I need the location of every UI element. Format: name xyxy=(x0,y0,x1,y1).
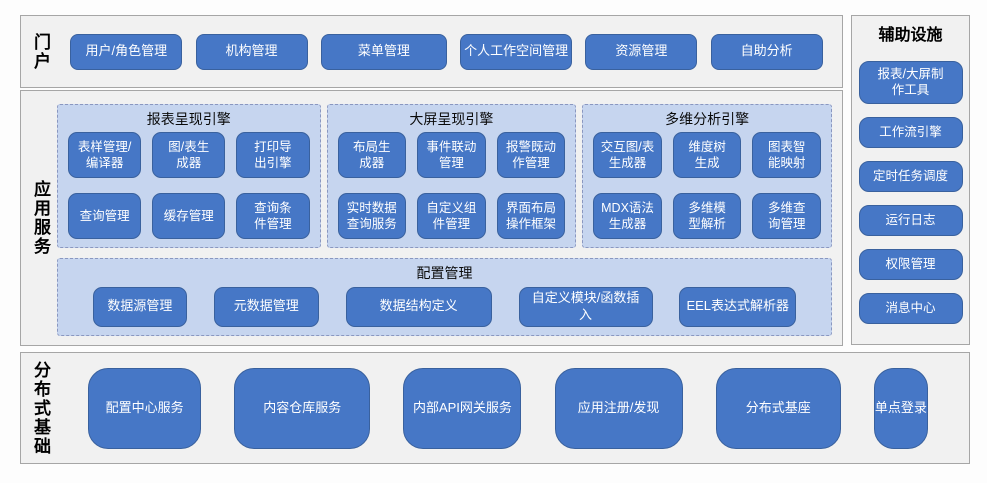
dashboard-engine-panel: 大屏呈现引擎 布局生 成器事件联动 管理报警既动 作管理实时数据 查询服务自定义… xyxy=(326,104,577,248)
aux-block: 权限管理 xyxy=(858,248,963,280)
portal-block: 个人工作空间管理 xyxy=(460,33,573,70)
distributed-block: 内部API网关服务 xyxy=(403,367,522,449)
config-management-panel: 配置管理 数据源管理元数据管理数据结构定义自定义模块/函数插入 EEL表达式解析器 xyxy=(57,258,832,336)
aux-block: 定时任务调度 xyxy=(858,160,963,192)
engine-block: 打印导 出引擎 xyxy=(236,132,310,178)
portal-block-list: 用户/角色管理机构管理菜单管理个人工作空间管理资源管理自助分析 xyxy=(51,33,842,70)
portal-block: 用户/角色管理 xyxy=(70,33,183,70)
aux-block: 消息中心 xyxy=(858,292,963,324)
report-engine-panel: 报表呈现引擎 表样管理/ 编译器图/表生 成器打印导 出引擎查询管理缓存管理查询… xyxy=(57,104,321,248)
app-services-content: 报表呈现引擎 表样管理/ 编译器图/表生 成器打印导 出引擎查询管理缓存管理查询… xyxy=(51,91,842,345)
portal-section-label: 门户 xyxy=(31,32,50,71)
aux-block: 报表/大屏制 作工具 xyxy=(858,61,963,104)
olap-engine-block-list: 交互图/表 生成器维度树 生成图表智 能映射 MDX语法 生成器多维模 型解析多维… xyxy=(592,130,822,239)
config-block: EEL表达式解析器 xyxy=(679,286,797,327)
aux-block-list: 报表/大屏制 作工具工作流引擎定时任务调度运行日志权限管理消息中心 xyxy=(852,48,969,324)
app-services-section: 应用服务 报表呈现引擎 表样管理/ 编译器图/表生 成器打印导 出引擎查询管理缓… xyxy=(20,90,843,346)
app-services-section-label: 应用服务 xyxy=(31,180,50,256)
engine-block: 维度树 生成 xyxy=(672,132,742,178)
portal-section: 门户 用户/角色管理机构管理菜单管理个人工作空间管理资源管理自助分析 xyxy=(20,15,843,88)
engine-panels: 报表呈现引擎 表样管理/ 编译器图/表生 成器打印导 出引擎查询管理缓存管理查询… xyxy=(57,104,832,248)
report-engine-block-list: 表样管理/ 编译器图/表生 成器打印导 出引擎查询管理缓存管理查询条 件管理 xyxy=(67,130,311,239)
portal-block: 菜单管理 xyxy=(320,33,447,70)
distributed-block: 内容仓库服务 xyxy=(234,367,371,449)
engine-block: 事件联动 管理 xyxy=(417,132,486,178)
config-block: 数据源管理 xyxy=(92,286,187,327)
engine-block: 交互图/表 生成器 xyxy=(593,132,662,178)
engine-block: 图/表生 成器 xyxy=(152,132,226,178)
engine-block: 布局生 成器 xyxy=(337,132,407,178)
dashboard-engine-title: 大屏呈现引擎 xyxy=(409,111,494,127)
distributed-foundation-label: 分布式基础 xyxy=(31,360,50,456)
aux-facilities-title: 辅助设施 xyxy=(878,27,943,44)
config-block: 自定义模块/函数插入 xyxy=(518,286,653,327)
distributed-block: 应用注册/发现 xyxy=(554,367,683,449)
engine-block: 多维查 询管理 xyxy=(752,193,821,239)
config-block: 数据结构定义 xyxy=(345,286,492,327)
report-engine-title: 报表呈现引擎 xyxy=(146,111,231,127)
engine-block: 表样管理/ 编译器 xyxy=(68,132,142,178)
config-management-title: 配置管理 xyxy=(416,265,473,281)
distributed-foundation-section: 分布式基础 配置中心服务内容仓库服务内部API网关服务应用注册/发现分布式基座单… xyxy=(20,352,970,464)
aux-facilities-section: 辅助设施 报表/大屏制 作工具工作流引擎定时任务调度运行日志权限管理消息中心 xyxy=(851,15,970,345)
engine-block: 界面布局 操作框架 xyxy=(496,193,566,239)
engine-block: 自定义组 件管理 xyxy=(417,193,486,239)
aux-block: 运行日志 xyxy=(858,204,963,236)
engine-block: 查询条 件管理 xyxy=(236,193,310,239)
distributed-block: 分布式基座 xyxy=(715,367,841,449)
portal-block: 资源管理 xyxy=(585,33,698,70)
distributed-block: 单点登录 xyxy=(873,367,928,449)
engine-block: 多维模 型解析 xyxy=(672,193,742,239)
portal-block: 自助分析 xyxy=(710,33,823,70)
engine-block: 图表智 能映射 xyxy=(752,132,821,178)
distributed-block: 配置中心服务 xyxy=(88,367,202,449)
dashboard-engine-block-list: 布局生 成器事件联动 管理报警既动 作管理实时数据 查询服务自定义组 件管理界面… xyxy=(337,130,567,239)
engine-block: 实时数据 查询服务 xyxy=(337,193,407,239)
engine-block: MDX语法 生成器 xyxy=(593,193,662,239)
aux-block: 工作流引擎 xyxy=(858,116,963,148)
config-block: 元数据管理 xyxy=(213,286,319,327)
engine-block: 缓存管理 xyxy=(152,193,226,239)
engine-block: 查询管理 xyxy=(68,193,142,239)
distributed-block-list: 配置中心服务内容仓库服务内部API网关服务应用注册/发现分布式基座单点登录 xyxy=(51,367,969,449)
config-block-list: 数据源管理元数据管理数据结构定义自定义模块/函数插入 EEL表达式解析器 xyxy=(66,284,823,329)
engine-block: 报警既动 作管理 xyxy=(496,132,566,178)
olap-engine-title: 多维分析引擎 xyxy=(665,111,750,127)
portal-block: 机构管理 xyxy=(195,33,308,70)
